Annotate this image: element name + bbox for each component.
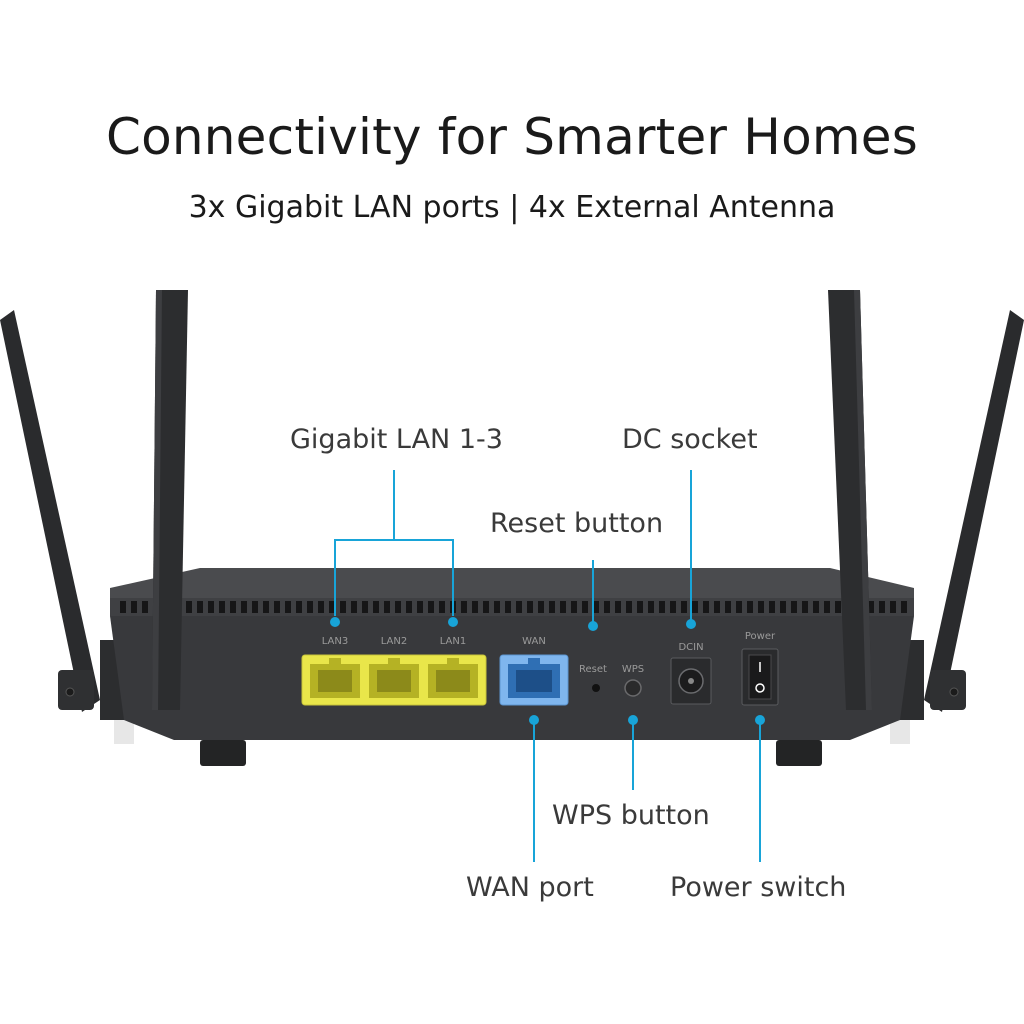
- vent-slot: [538, 601, 544, 613]
- vent-slot: [901, 601, 907, 613]
- lan3-port: [310, 658, 360, 698]
- vent-slot: [769, 601, 775, 613]
- callout-gigabit-lan: Gigabit LAN 1-3: [290, 424, 503, 455]
- vent-slot: [582, 601, 588, 613]
- lan3-label: LAN3: [322, 636, 348, 647]
- page-title: Connectivity for Smarter Homes: [105, 108, 918, 166]
- vent-slot: [362, 601, 368, 613]
- vent-slot: [791, 601, 797, 613]
- vent-slot: [274, 601, 280, 613]
- vent-slot: [758, 601, 764, 613]
- vent-slot: [593, 601, 599, 613]
- vent-slot: [835, 601, 841, 613]
- vent-slot: [296, 601, 302, 613]
- dc-socket: [670, 657, 712, 705]
- vent-slot: [505, 601, 511, 613]
- callout-power-switch: Power switch: [670, 872, 847, 903]
- vent-slot: [659, 601, 665, 613]
- callout-dc-socket: DC socket: [622, 424, 758, 455]
- vent-slot: [373, 601, 379, 613]
- reset-label: Reset: [579, 664, 607, 675]
- vent-slot: [890, 601, 896, 613]
- callout-reset-button: Reset button: [490, 508, 664, 539]
- vent-slot: [703, 601, 709, 613]
- vent-slot: [329, 601, 335, 613]
- vent-slot: [648, 601, 654, 613]
- lan1-port: [428, 658, 478, 698]
- callout-lines: [334, 470, 761, 862]
- vent-slot: [494, 601, 500, 613]
- vent-slot: [670, 601, 676, 613]
- vent-slot: [637, 601, 643, 613]
- vent-slot: [813, 601, 819, 613]
- vent-slot: [263, 601, 269, 613]
- callout-dots: [330, 617, 765, 725]
- vent-slot: [802, 601, 808, 613]
- vent-slot: [439, 601, 445, 613]
- vent-slot: [516, 601, 522, 613]
- vent-slot: [208, 601, 214, 613]
- vent-slot: [406, 601, 412, 613]
- vent-slot: [120, 601, 126, 613]
- vent-slot: [318, 601, 324, 613]
- vent-slot: [186, 601, 192, 613]
- lan1-label: LAN1: [440, 636, 466, 647]
- antenna-outer-right: [924, 310, 1024, 712]
- power-label: Power: [745, 631, 776, 642]
- callout-wan-port: WAN port: [466, 872, 594, 903]
- lan-port-group: [301, 654, 487, 706]
- vent-slot: [824, 601, 830, 613]
- vent-slot: [681, 601, 687, 613]
- vent-slot: [142, 601, 148, 613]
- wps-label: WPS: [622, 664, 644, 675]
- wan-label: WAN: [522, 636, 546, 647]
- vent-slot: [384, 601, 390, 613]
- vent-slot: [351, 601, 357, 613]
- antenna-inner-right: [828, 290, 872, 710]
- vent-slot: [241, 601, 247, 613]
- lan2-port: [369, 658, 419, 698]
- dcin-label: DCIN: [678, 642, 703, 653]
- vent-slot: [692, 601, 698, 613]
- vent-slot: [461, 601, 467, 613]
- vent-slot: [417, 601, 423, 613]
- vent-slot: [131, 601, 137, 613]
- wan-port: [499, 654, 569, 706]
- vent-slot: [472, 601, 478, 613]
- vent-slot: [395, 601, 401, 613]
- vent-slot: [197, 601, 203, 613]
- vent-slot: [560, 601, 566, 613]
- antenna-outer-left: [0, 310, 100, 712]
- vent-slot: [428, 601, 434, 613]
- vent-slot: [868, 601, 874, 613]
- vent-slot: [483, 601, 489, 613]
- vent-slot: [626, 601, 632, 613]
- vent-slot: [307, 601, 313, 613]
- vent-slot: [571, 601, 577, 613]
- vent-slot: [879, 601, 885, 613]
- vent-slot: [604, 601, 610, 613]
- vent-slot: [736, 601, 742, 613]
- antenna-inner-left: [152, 290, 188, 710]
- vent-slot: [285, 601, 291, 613]
- vent-slot: [615, 601, 621, 613]
- lan2-label: LAN2: [381, 636, 407, 647]
- vent-slot: [714, 601, 720, 613]
- page-subtitle: 3x Gigabit LAN ports | 4x External Anten…: [188, 190, 836, 225]
- vent-slot: [780, 601, 786, 613]
- reset-pinhole: [592, 684, 600, 692]
- vent-slot: [219, 601, 225, 613]
- vent-slot: [725, 601, 731, 613]
- vent-slot: [340, 601, 346, 613]
- vent-slot: [747, 601, 753, 613]
- power-switch: [741, 648, 779, 706]
- vent-slot: [527, 601, 533, 613]
- wps-push-button: [624, 679, 642, 697]
- vent-slot: [252, 601, 258, 613]
- callout-wps-button: WPS button: [552, 800, 710, 831]
- vent-slot: [549, 601, 555, 613]
- vent-slot: [230, 601, 236, 613]
